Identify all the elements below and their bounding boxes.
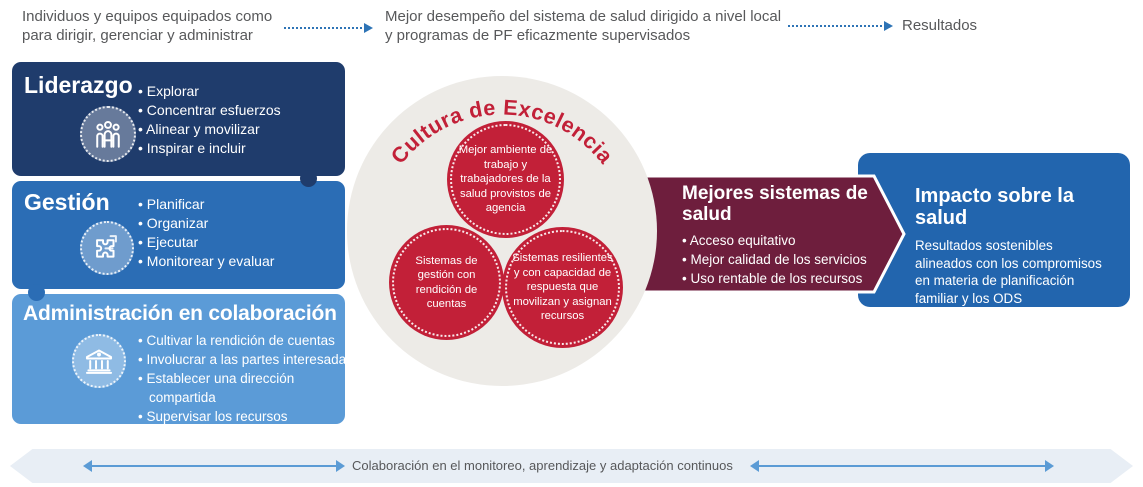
dotted-arrow-right-icon	[788, 21, 893, 31]
double-headed-arrow-icon	[750, 460, 1054, 472]
impact-description: Resultados sostenibles alineados con los…	[915, 238, 1102, 307]
bullet-item: Mejor calidad de los servicios	[682, 250, 896, 269]
connector-tab-icon	[28, 284, 45, 301]
flow-input-text: Individuos y equipos equipados como para…	[22, 8, 273, 44]
bullet-item: Involucrar a las partes interesadas	[138, 350, 354, 369]
bullet-item: Supervisar los recursos	[138, 407, 354, 426]
double-headed-arrow-icon	[83, 460, 345, 472]
pillar-card-liderazgo: Liderazgo Explorar Concentrar esfuerzos …	[12, 62, 345, 176]
outcomes-title: Mejores sistemas de salud	[682, 183, 868, 226]
flow-results-text: Resultados	[902, 17, 978, 34]
bullet-item: Inspirar e incluir	[138, 139, 343, 158]
pillar-bullet-list: Explorar Concentrar esfuerzos Alinear y …	[138, 82, 343, 158]
outcomes-bullet-list: Acceso equitativo Mejor calidad de los s…	[682, 231, 896, 288]
bullet-item: Establecer una dirección compartida	[138, 369, 354, 407]
culture-circle: Cultura de Excelencia Mejor ambiente de …	[347, 76, 657, 386]
bullet-item: Organizar	[138, 214, 343, 233]
bullet-item: Monitorear y evaluar	[138, 252, 343, 271]
connector-tab-icon	[300, 170, 317, 187]
bullet-item: Concentrar esfuerzos	[138, 101, 343, 120]
pillar-bullet-list: Planificar Organizar Ejecutar Monitorear…	[138, 195, 343, 271]
flow-process-text: Mejor desempeño del sistema de salud dir…	[385, 8, 782, 44]
bullet-item: Explorar	[138, 82, 343, 101]
outcomes-arrow-content: Mejores sistemas de salud Acceso equitat…	[682, 183, 896, 288]
culture-bubble-accountable-systems: Sistemas de gestión con rendición de cue…	[389, 225, 504, 340]
pillar-bullet-list: Cultivar la rendición de cuentas Involuc…	[138, 331, 354, 426]
footer-banner: Colaboración en el monitoreo, aprendizaj…	[10, 449, 1133, 483]
culture-bubble-workforce: Mejor ambiente de trabajo y trabajadores…	[447, 121, 564, 238]
pillar-title: Administración en colaboración	[23, 302, 337, 325]
puzzle-icon	[80, 221, 134, 275]
pillar-title: Liderazgo	[24, 72, 133, 98]
footer-label: Colaboración en el monitoreo, aprendizaj…	[352, 458, 733, 473]
pillar-card-gestion: Gestión Planificar Organizar Ejecutar Mo…	[12, 181, 345, 289]
bullet-item: Planificar	[138, 195, 343, 214]
bullet-item: Alinear y movilizar	[138, 120, 343, 139]
people-icon	[80, 106, 136, 162]
dotted-arrow-right-icon	[284, 23, 373, 33]
bullet-item: Cultivar la rendición de cuentas	[138, 331, 354, 350]
culture-bubble-resilient-systems: Sistemas resilientes y con capacidad de …	[502, 227, 623, 348]
bullet-item: Ejecutar	[138, 233, 343, 252]
bank-icon	[72, 334, 126, 388]
bullet-item: Acceso equitativo	[682, 231, 896, 250]
pillar-card-administracion: Administración en colaboración Cultivar …	[12, 294, 353, 424]
bullet-item: Uso rentable de los recursos	[682, 269, 896, 288]
impact-title: Impacto sobre la salud	[915, 185, 1074, 229]
pillar-title: Gestión	[24, 189, 110, 215]
